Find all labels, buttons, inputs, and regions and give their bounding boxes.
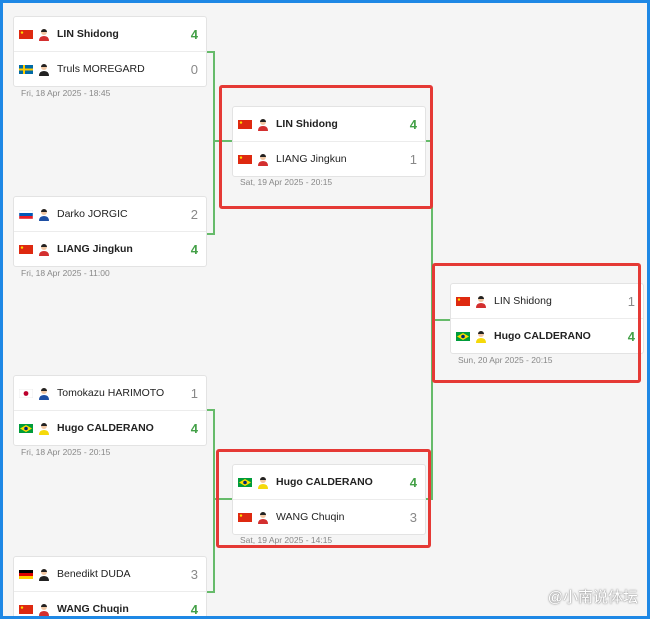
player-name: LIANG Jingkun — [57, 243, 133, 255]
match-date: Sat, 19 Apr 2025 - 20:15 — [240, 177, 333, 187]
player-score: 4 — [190, 420, 198, 436]
china-flag-icon — [456, 296, 470, 306]
player-avatar — [39, 28, 49, 41]
player-row[interactable]: LIN Shidong 1 — [451, 284, 643, 319]
match-card[interactable]: Benedikt DUDA 3 WANG Chuqin 4 — [13, 556, 207, 617]
player-avatar — [258, 153, 268, 166]
brazil-flag-icon — [19, 423, 33, 433]
player-row[interactable]: Truls MOREGARD 0 — [14, 52, 206, 86]
player-score: 4 — [627, 328, 635, 344]
highlight-box — [216, 449, 431, 548]
player-avatar — [476, 330, 486, 343]
match-date: Fri, 18 Apr 2025 - 18:45 — [21, 88, 111, 98]
connector-line — [207, 51, 215, 53]
player-score: 1 — [409, 151, 417, 167]
player-name: LIN Shidong — [57, 28, 119, 40]
china-flag-icon — [19, 604, 33, 614]
player-score: 4 — [409, 116, 417, 132]
player-avatar — [39, 603, 49, 616]
player-row[interactable]: Tomokazu HARIMOTO 1 — [14, 376, 206, 411]
china-flag-icon — [19, 29, 33, 39]
player-avatar — [39, 568, 49, 581]
player-row[interactable]: Darko JORGIC 2 — [14, 197, 206, 232]
player-name: Benedikt DUDA — [57, 568, 131, 580]
player-score: 0 — [190, 61, 198, 77]
player-name: WANG Chuqin — [276, 511, 345, 523]
sweden-flag-icon — [19, 64, 33, 74]
china-flag-icon — [238, 512, 252, 522]
player-avatar — [258, 118, 268, 131]
player-row[interactable]: WANG Chuqin 3 — [233, 500, 425, 534]
player-row[interactable]: LIN Shidong 4 — [233, 107, 425, 142]
match-card[interactable]: LIN Shidong 4 LIANG Jingkun 1 — [232, 106, 426, 177]
player-name: Hugo CALDERANO — [494, 330, 591, 342]
germany-flag-icon — [19, 569, 33, 579]
connector-line — [213, 51, 215, 235]
player-name: WANG Chuqin — [57, 603, 129, 615]
match-date: Fri, 18 Apr 2025 - 20:15 — [21, 447, 111, 457]
brazil-flag-icon — [238, 477, 252, 487]
player-avatar — [39, 63, 49, 76]
player-score: 4 — [190, 26, 198, 42]
player-row[interactable]: LIN Shidong 4 — [14, 17, 206, 52]
japan-flag-icon — [19, 388, 33, 398]
player-name: Truls MOREGARD — [57, 63, 145, 75]
player-score: 4 — [409, 474, 417, 490]
player-row[interactable]: LIANG Jingkun 4 — [14, 232, 206, 266]
brazil-flag-icon — [456, 331, 470, 341]
watermark: @小南说体坛 — [547, 589, 638, 606]
player-name: LIN Shidong — [276, 118, 338, 130]
player-name: Hugo CALDERANO — [57, 422, 154, 434]
player-row[interactable]: Hugo CALDERANO 4 — [233, 465, 425, 500]
player-avatar — [39, 422, 49, 435]
connector-line — [213, 140, 233, 142]
player-row[interactable]: WANG Chuqin 4 — [14, 592, 206, 617]
slovenia-flag-icon — [19, 209, 33, 219]
china-flag-icon — [238, 119, 252, 129]
connector-line — [213, 409, 215, 593]
player-avatar — [39, 243, 49, 256]
highlight-box — [432, 263, 641, 383]
connector-line — [431, 319, 451, 321]
player-row[interactable]: Benedikt DUDA 3 — [14, 557, 206, 592]
player-name: Hugo CALDERANO — [276, 476, 373, 488]
connector-line — [425, 140, 433, 142]
player-avatar — [39, 387, 49, 400]
player-score: 3 — [409, 509, 417, 525]
player-score: 4 — [190, 241, 198, 257]
player-score: 3 — [190, 566, 198, 582]
match-card[interactable]: Tomokazu HARIMOTO 1 Hugo CALDERANO 4 — [13, 375, 207, 446]
player-avatar — [476, 295, 486, 308]
connector-line — [207, 591, 215, 593]
player-name: Darko JORGIC — [57, 208, 128, 220]
player-name: LIANG Jingkun — [276, 153, 347, 165]
player-row[interactable]: Hugo CALDERANO 4 — [14, 411, 206, 445]
match-card[interactable]: LIN Shidong 4 Truls MOREGARD 0 — [13, 16, 207, 87]
player-row[interactable]: Hugo CALDERANO 4 — [451, 319, 643, 353]
connector-line — [207, 233, 215, 235]
highlight-box — [219, 85, 433, 209]
player-score: 2 — [190, 206, 198, 222]
player-score: 1 — [627, 293, 635, 309]
player-name: LIN Shidong — [494, 295, 552, 307]
player-score: 4 — [190, 601, 198, 617]
connector-line — [213, 498, 233, 500]
china-flag-icon — [238, 154, 252, 164]
player-avatar — [258, 511, 268, 524]
match-date: Sun, 20 Apr 2025 - 20:15 — [458, 355, 553, 365]
player-name: Tomokazu HARIMOTO — [57, 387, 165, 399]
player-row[interactable]: LIANG Jingkun 1 — [233, 142, 425, 176]
connector-line — [207, 409, 215, 411]
china-flag-icon — [19, 244, 33, 254]
match-card[interactable]: Hugo CALDERANO 4 WANG Chuqin 3 — [232, 464, 426, 535]
player-score: 1 — [190, 385, 198, 401]
player-avatar — [258, 476, 268, 489]
match-card[interactable]: LIN Shidong 1 Hugo CALDERANO 4 — [450, 283, 644, 354]
player-avatar — [39, 208, 49, 221]
match-date: Fri, 18 Apr 2025 - 11:00 — [21, 268, 110, 278]
match-date: Sat, 19 Apr 2025 - 14:15 — [240, 535, 333, 545]
match-card[interactable]: Darko JORGIC 2 LIANG Jingkun 4 — [13, 196, 207, 267]
